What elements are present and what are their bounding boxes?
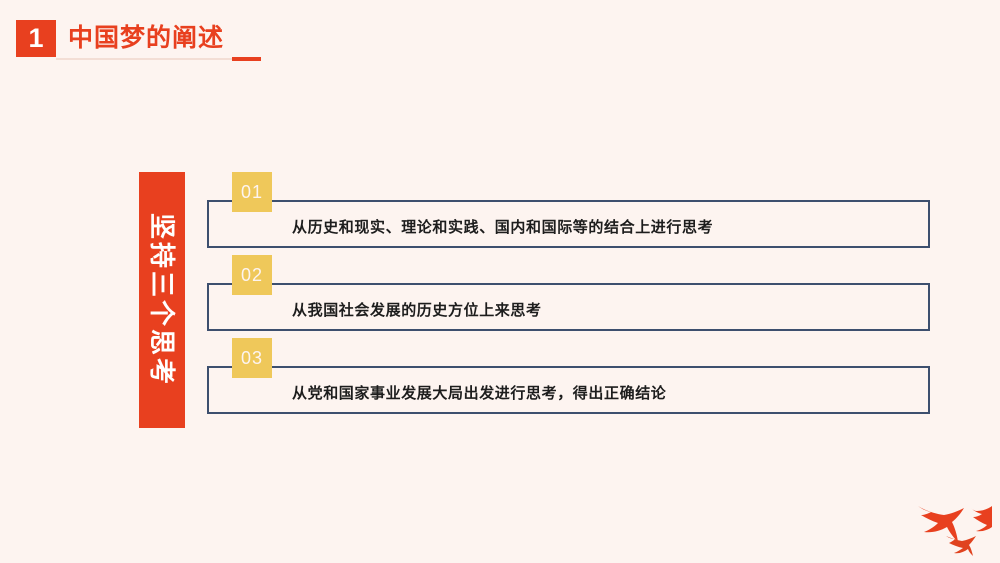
slide-header: 1 中国梦的阐述 (0, 0, 1000, 80)
list-item-number-badge: 02 (232, 255, 272, 295)
list-item[interactable]: 从党和国家事业发展大局出发进行思考，得出正确结论 (207, 366, 930, 414)
list-item-text: 从党和国家事业发展大局出发进行思考，得出正确结论 (292, 385, 667, 402)
list-item-number-badge: 03 (232, 338, 272, 378)
list-item[interactable]: 从我国社会发展的历史方位上来思考 (207, 283, 930, 331)
list-item-text: 从我国社会发展的历史方位上来思考 (292, 302, 542, 319)
list-item[interactable]: 从历史和现实、理论和实践、国内和国际等的结合上进行思考 (207, 200, 930, 248)
header-divider-line (56, 58, 261, 60)
list-item-number-badge: 01 (232, 172, 272, 212)
vertical-banner: 坚持三个思考 (139, 172, 185, 428)
section-number-badge: 1 (16, 20, 56, 57)
flying-doves-icon (912, 500, 992, 558)
vertical-banner-label: 坚持三个思考 (147, 212, 177, 387)
list-item-text: 从历史和现实、理论和实践、国内和国际等的结合上进行思考 (292, 219, 714, 236)
header-divider-accent (232, 57, 261, 61)
page-title: 中国梦的阐述 (68, 24, 225, 52)
